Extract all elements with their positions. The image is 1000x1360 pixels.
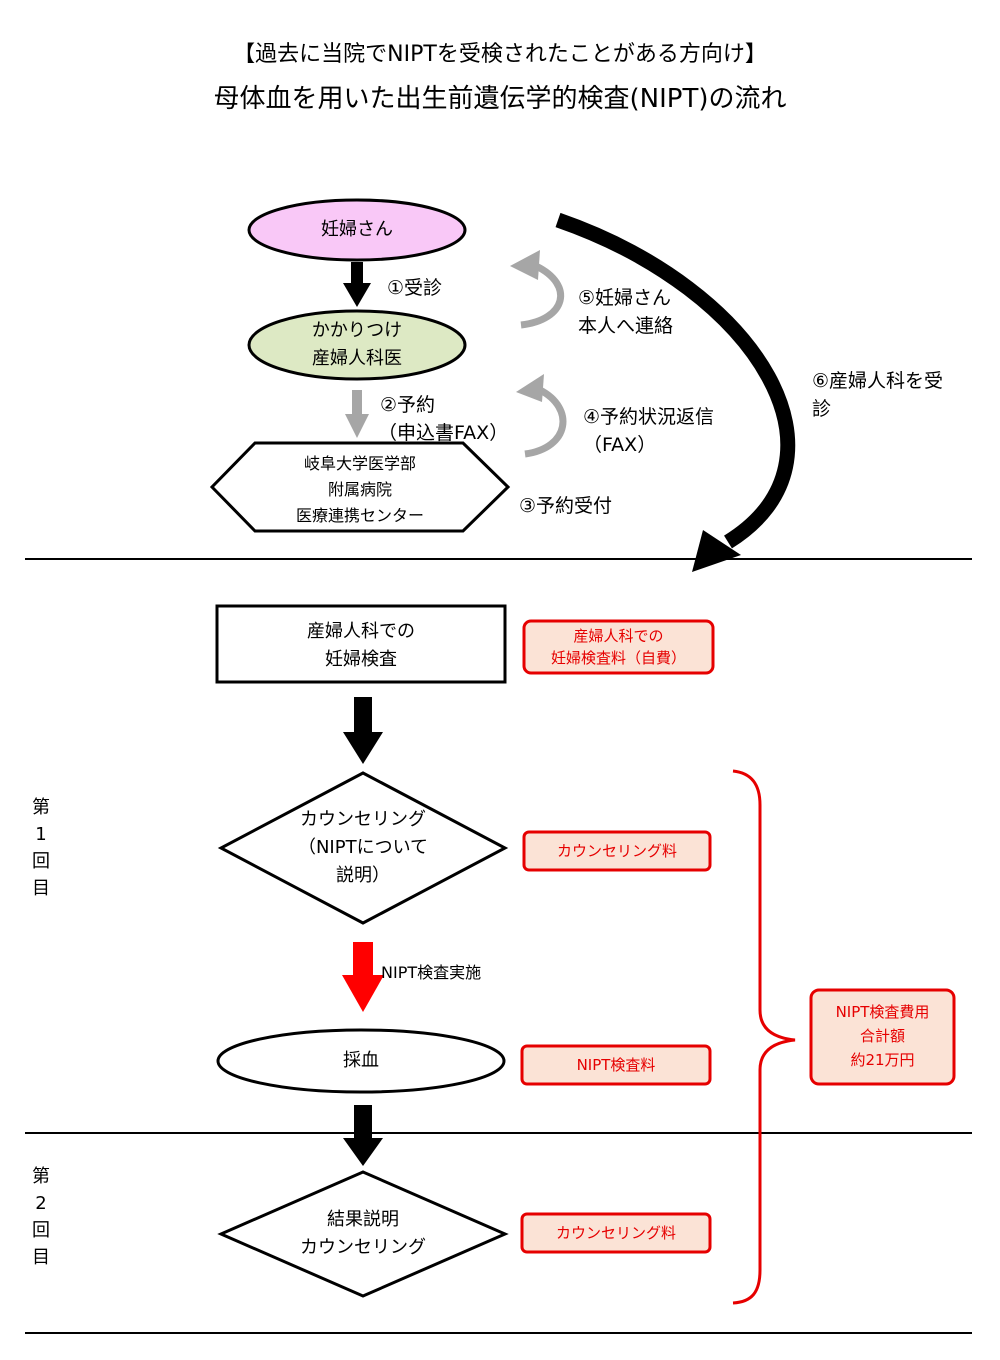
blood-to-result-arrow [343, 1105, 383, 1166]
clinic-node-shape [247, 309, 467, 381]
blood-draw-node-label: 採血 [343, 1050, 379, 1071]
step2-label: ②予約 （申込書FAX） [378, 391, 508, 447]
step3-label: ③予約受付 [519, 495, 613, 517]
step5-label: ⑤妊婦さん 本人へ連絡 [578, 284, 673, 340]
step4-label-line2: （FAX） [583, 434, 657, 456]
fee-counseling-label: カウンセリング料 [556, 842, 677, 860]
counsel-label-line2: （NIPTについて [297, 837, 429, 858]
counsel-label-line3: 説明） [336, 865, 390, 886]
fee-box-exam [522, 619, 715, 675]
fee-box-nipt [520, 1044, 712, 1086]
visit2-char: 回 [32, 1220, 50, 1241]
patient-node-label: 妊婦さん [321, 219, 393, 240]
fee-nipt-label: NIPT検査料 [576, 1056, 656, 1074]
result-node-label: 結果説明 カウンセリング [233, 1206, 493, 1262]
center-label-line3: 医療連携センター [295, 506, 424, 525]
center-label-line1: 岐阜大学医学部 [303, 454, 416, 473]
step5-label-line1: ⑤妊婦さん [578, 287, 672, 309]
fee-total-line1: NIPT検査費用 [835, 1003, 930, 1021]
nipt-arrow-label: NIPT検査実施 [381, 963, 482, 982]
visit1-char: 目 [32, 878, 50, 899]
step5-label-line2: 本人へ連絡 [578, 315, 674, 337]
fee-counseling2-label: カウンセリング料 [555, 1224, 676, 1242]
fee-exam-line1: 産婦人科での [573, 627, 664, 645]
pregnancy-exam-node-shape [215, 604, 507, 684]
step1-arrow [343, 262, 371, 307]
step5-contact-arrow [510, 250, 565, 329]
step6-visit-arrow [555, 212, 796, 572]
visit2-char: 第 [32, 1166, 50, 1187]
fee-exam-line2: 妊婦検査料（自費） [550, 649, 686, 667]
result-label-line1: 結果説明 [327, 1209, 399, 1230]
visit2-label: 第 2 回 目 [26, 1163, 56, 1271]
fee-exam-label: 産婦人科での 妊婦検査料（自費） [524, 625, 713, 669]
step2-label-line2: （申込書FAX） [378, 422, 509, 444]
fee-total-line2: 合計額 [859, 1027, 905, 1045]
step4-label-line1: ④予約状況返信 [583, 406, 715, 428]
medical-center-node-label: 岐阜大学医学部 附属病院 医療連携センター [225, 451, 495, 529]
fee-total-brace [732, 769, 796, 1305]
counseling-node-shape [217, 771, 509, 925]
counsel-label-line1: カウンセリング [300, 809, 426, 830]
visit1-char: 第 [32, 797, 50, 818]
patient-node-shape [247, 198, 467, 262]
clinic-label-line2: 産婦人科医 [312, 348, 402, 369]
step6-label-line2: 診 [812, 398, 832, 420]
fee-total-label: NIPT検査費用 合計額 約21万円 [811, 1000, 954, 1072]
exam-label-line2: 妊婦検査 [325, 649, 397, 670]
blood-draw-node-shape [216, 1028, 506, 1094]
step2-arrow [345, 390, 369, 438]
step1-label: ①受診 [387, 277, 443, 299]
visit2-char: 目 [32, 1247, 50, 1268]
center-label-line2: 附属病院 [327, 480, 392, 499]
exam-to-counsel-arrow [343, 697, 383, 764]
step4-label: ④予約状況返信 （FAX） [583, 403, 714, 459]
result-node-shape [217, 1170, 509, 1298]
pregnancy-exam-node-label: 産婦人科での 妊婦検査 [217, 618, 505, 674]
result-label-line2: カウンセリング [300, 1237, 426, 1258]
counseling-node-label: カウンセリング （NIPTについて 説明） [233, 806, 493, 890]
page-subtitle: 【過去に当院でNIPTを受検されたことがある方向け】 [233, 42, 767, 67]
fee-total-line3: 約21万円 [850, 1051, 915, 1069]
clinic-label-line1: かかりつけ [311, 320, 403, 341]
fee-box-total [809, 988, 956, 1086]
clinic-node-label: かかりつけ 産婦人科医 [249, 317, 465, 373]
step6-label-line1: ⑥産婦人科を受 [812, 370, 944, 392]
step2-label-line1: ②予約 [380, 394, 436, 416]
exam-label-line1: 産婦人科での [307, 621, 415, 642]
visit1-char: 1 [35, 824, 47, 845]
visit2-char: 2 [35, 1193, 47, 1214]
fee-box-counseling2 [520, 1212, 712, 1254]
step6-label: ⑥産婦人科を受 診 [812, 367, 943, 423]
visit1-label: 第 1 回 目 [26, 794, 56, 902]
nipt-red-arrow [342, 942, 384, 1012]
visit1-char: 回 [32, 851, 50, 872]
medical-center-node-shape [209, 441, 511, 533]
step4-return-arrow [516, 374, 567, 458]
page-title: 母体血を用いた出生前遺伝学的検査(NIPT)の流れ [213, 84, 787, 114]
fee-box-counseling [522, 830, 712, 872]
